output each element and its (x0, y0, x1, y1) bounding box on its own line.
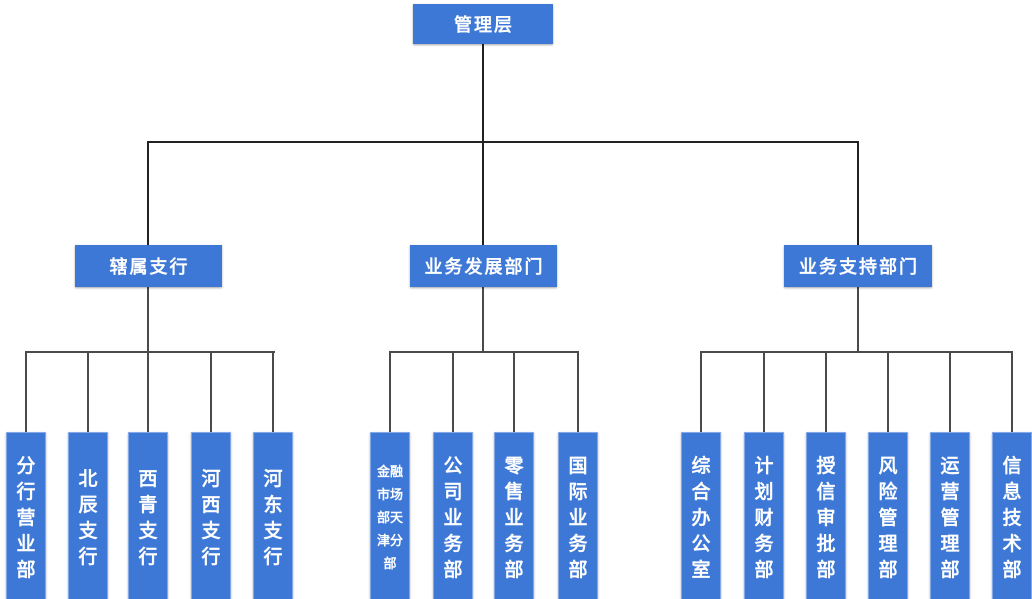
org-node-label: 授信审批部 (816, 455, 836, 581)
connector-line (25, 351, 27, 432)
org-node-label: 金融市场部天津分部 (376, 464, 403, 572)
connector-line (700, 351, 702, 432)
org-leaf-corporate-business-dept: 公司业务部 (433, 432, 473, 599)
org-node-label: 辖属支行 (109, 257, 190, 278)
connector-line (825, 351, 827, 432)
connector-line (482, 141, 484, 245)
connector-line (147, 287, 149, 351)
org-node-label: 北辰支行 (78, 468, 98, 568)
org-node-label: 分行营业部 (16, 455, 36, 581)
connector-line (1011, 351, 1013, 432)
connector-line (272, 351, 274, 432)
org-node-label: 风险管理部 (878, 455, 898, 581)
connector-line (700, 351, 1013, 353)
connector-line (147, 141, 859, 143)
org-node-label: 公司业务部 (443, 455, 463, 581)
org-leaf-information-technology-dept: 信息技术部 (992, 432, 1032, 599)
org-node-label: 国际业务部 (568, 455, 588, 581)
org-node-label: 河西支行 (201, 468, 221, 568)
org-leaf-branch-business-dept: 分行营业部 (6, 432, 46, 599)
connector-line (949, 351, 951, 432)
connector-line (577, 351, 579, 432)
org-leaf-xiqing-branch: 西青支行 (128, 432, 168, 599)
connector-line (857, 141, 859, 245)
connector-line (389, 351, 391, 432)
org-leaf-planning-finance-dept: 计划财务部 (744, 432, 784, 599)
org-node-business-development: 业务发展部门 (410, 245, 557, 287)
org-node-label: 零售业务部 (504, 455, 524, 581)
connector-line (452, 351, 454, 432)
connector-line (25, 351, 275, 353)
connector-line (887, 351, 889, 432)
org-node-label: 河东支行 (263, 468, 283, 568)
org-leaf-beichen-branch: 北辰支行 (68, 432, 108, 599)
connector-line (147, 351, 149, 432)
org-node-business-support: 业务支持部门 (784, 245, 932, 287)
org-node-label: 业务发展部门 (424, 257, 545, 278)
org-node-label: 信息技术部 (1002, 455, 1022, 581)
org-leaf-retail-business-dept: 零售业务部 (494, 432, 534, 599)
connector-line (87, 351, 89, 432)
org-leaf-credit-approval-dept: 授信审批部 (806, 432, 846, 599)
org-node-branches: 辖属支行 (75, 245, 222, 287)
connector-line (763, 351, 765, 432)
org-leaf-general-office: 综合办公室 (681, 432, 721, 599)
org-leaf-hexi-branch: 河西支行 (191, 432, 231, 599)
connector-line (857, 287, 859, 351)
org-node-label: 综合办公室 (691, 455, 711, 581)
connector-line (389, 351, 579, 353)
connector-line (513, 351, 515, 432)
connector-line (482, 44, 484, 143)
org-node-label: 西青支行 (138, 468, 158, 568)
org-leaf-international-business-dept: 国际业务部 (558, 432, 598, 599)
org-leaf-financial-markets-tianjin: 金融市场部天津分部 (370, 432, 410, 599)
org-node-label: 业务支持部门 (799, 257, 919, 278)
org-leaf-risk-management-dept: 风险管理部 (868, 432, 908, 599)
connector-line (147, 141, 149, 245)
org-node-label: 计划财务部 (754, 455, 774, 581)
org-leaf-operations-management-dept: 运营管理部 (930, 432, 970, 599)
org-node-management: 管理层 (413, 4, 553, 44)
org-node-label: 管理层 (454, 15, 514, 36)
connector-line (482, 287, 484, 351)
connector-line (210, 351, 212, 432)
org-leaf-hedong-branch: 河东支行 (253, 432, 293, 599)
org-node-label: 运营管理部 (940, 455, 960, 581)
